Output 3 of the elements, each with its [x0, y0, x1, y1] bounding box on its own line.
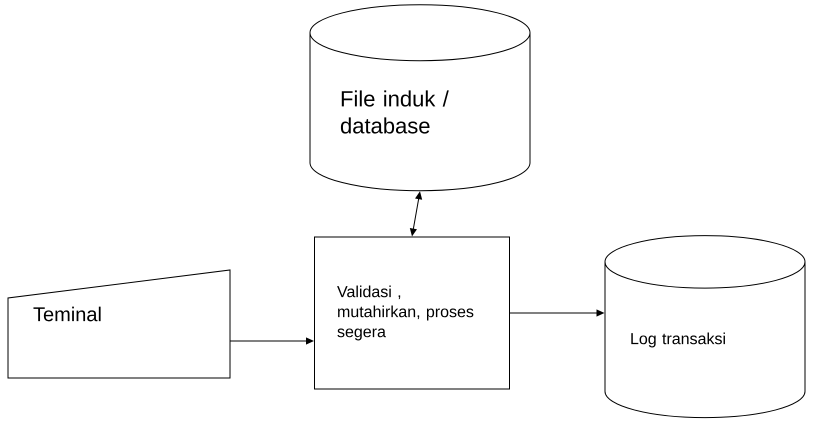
- database-cylinder: Log transaksi: [604, 235, 806, 418]
- process-box: Validasi , mutahirkan, proses segera: [314, 236, 510, 390]
- database-cylinder: File induk / database: [310, 4, 530, 192]
